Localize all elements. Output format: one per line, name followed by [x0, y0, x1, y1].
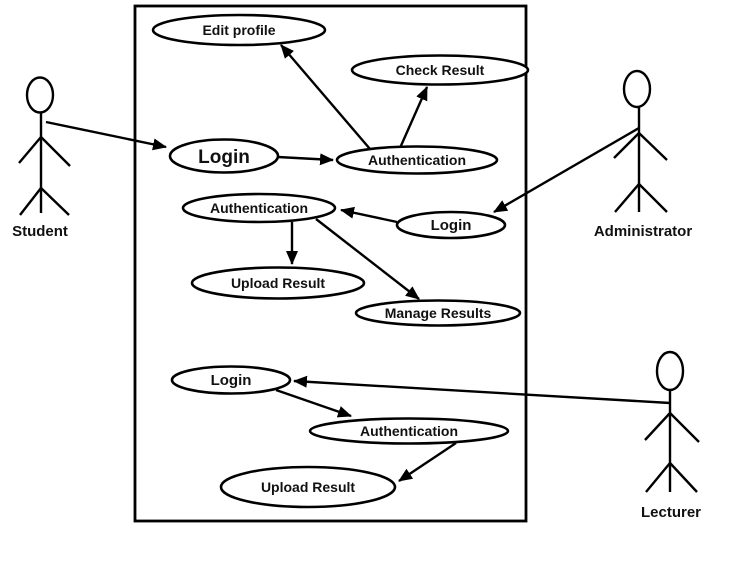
association-authentication-to-manage-results: [315, 218, 420, 300]
use-case-lecturer-authentication: Authentication: [308, 417, 510, 445]
check-result-ellipse: [350, 54, 530, 86]
actor-administrator: Administrator: [594, 69, 693, 240]
lecturer-leg-left: [645, 462, 671, 493]
association-student-to-login: [45, 120, 167, 151]
administrator-head-icon: [622, 69, 652, 109]
use-case-check-result: Check Result: [350, 54, 530, 86]
association-login-to-authentication-top: [277, 153, 334, 166]
administrator-arm-left: [613, 132, 640, 159]
student-leg-right: [40, 187, 70, 216]
lecturer-authentication-ellipse: [308, 417, 510, 445]
association-authentication-to-check-result: [398, 86, 429, 149]
association-administrator-to-login: [493, 126, 640, 214]
use-case-lecturer-login: Login: [170, 365, 292, 395]
use-case-student-authentication: Authentication: [335, 145, 499, 175]
use-case-admin-login: Login: [395, 210, 507, 240]
student-arm-left: [18, 136, 42, 164]
admin-login-label: Login: [431, 217, 472, 234]
check-result-label: Check Result: [396, 62, 485, 78]
lecturer-login-label: Login: [211, 372, 252, 389]
administrator-label: Administrator: [594, 223, 693, 240]
association-authentication-to-edit-profile: [280, 44, 371, 150]
use-case-lecturer-upload-result: Upload Result: [219, 465, 397, 509]
admin-authentication-label: Authentication: [210, 200, 308, 216]
lecturer-authentication-label: Authentication: [360, 423, 458, 439]
actor-lecturer: Lecturer: [641, 350, 701, 521]
student-authentication-label: Authentication: [368, 152, 466, 168]
administrator-leg-right: [638, 183, 668, 213]
manage-results-ellipse: [354, 299, 522, 327]
lecturer-arm-right: [669, 412, 700, 443]
administrator-leg-left: [614, 183, 640, 213]
administrator-arm-right: [638, 132, 668, 161]
use-case-student-login: Login: [168, 138, 280, 174]
admin-upload-result-ellipse: [190, 266, 366, 300]
edit-profile-ellipse: [151, 13, 327, 47]
lecturer-leg-right: [669, 462, 698, 493]
manage-results-label: Manage Results: [385, 305, 492, 321]
student-authentication-ellipse: [335, 145, 499, 175]
use-case-edit-profile: Edit profile: [151, 13, 327, 47]
lecturer-label: Lecturer: [641, 504, 701, 521]
association-login-to-authentication-bottom: [275, 388, 352, 418]
lecturer-upload-result-label: Upload Result: [261, 479, 355, 495]
admin-authentication-ellipse: [181, 192, 337, 224]
use-case-admin-upload-result: Upload Result: [190, 266, 366, 300]
actor-student: Student: [12, 76, 71, 240]
lecturer-upload-result-ellipse: [219, 465, 397, 509]
student-head-icon: [25, 76, 55, 114]
admin-upload-result-label: Upload Result: [231, 275, 325, 291]
student-login-ellipse: [168, 138, 280, 174]
association-lecturer-to-login: [293, 375, 671, 405]
lecturer-arm-left: [644, 412, 671, 441]
edit-profile-label: Edit profile: [202, 22, 275, 38]
student-login-label: Login: [198, 147, 250, 168]
use-case-manage-results: Manage Results: [354, 299, 522, 327]
lecturer-login-ellipse: [170, 365, 292, 395]
association-authentication-to-upload-result-bottom: [398, 442, 457, 482]
use-case-admin-authentication: Authentication: [181, 192, 337, 224]
association-login-to-authentication-mid: [340, 206, 398, 224]
student-label: Student: [12, 223, 68, 240]
admin-login-ellipse: [395, 210, 507, 240]
student-arm-right: [40, 136, 71, 167]
student-leg-left: [19, 187, 42, 216]
lecturer-head-icon: [655, 350, 685, 392]
